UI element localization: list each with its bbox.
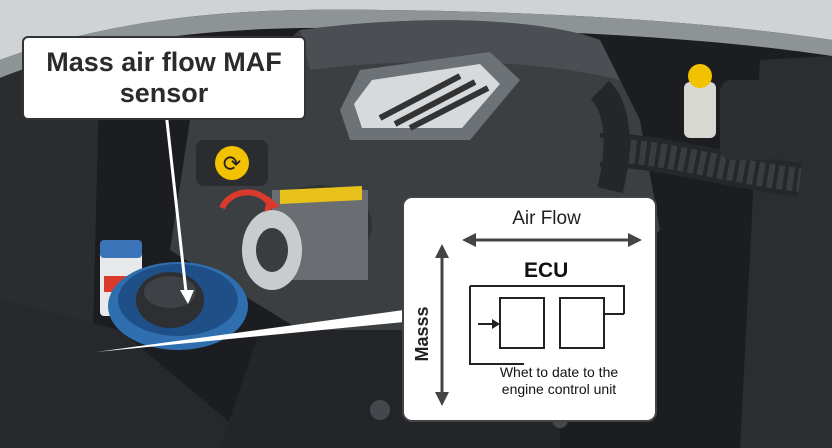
ecu-block-left — [499, 297, 545, 349]
air-flow-label: Air Flow — [512, 208, 581, 229]
ecu-caption-line-1: Whet to date to the — [499, 364, 619, 380]
coolant-reservoir — [684, 82, 716, 138]
ecu-pointer-arrow — [96, 310, 404, 352]
ecu-caption: Whet to date to the engine control unit — [474, 364, 644, 398]
oil-cap-symbol-icon — [215, 146, 249, 180]
ecu-title: ECU — [524, 259, 569, 282]
oil-cap-glyph: ⟳ — [223, 152, 241, 177]
callout-pointer-line — [164, 111, 188, 293]
ecu-outline — [470, 285, 625, 314]
ecu-diagram-panel: Air Flow ECU Masss Whet to date to the e… — [402, 196, 657, 422]
hood-edge — [0, 0, 832, 60]
maf-callout-box: Mass air flow MAF sensor — [22, 36, 306, 120]
callout-title-line-1: Mass air flow MAF — [46, 47, 282, 77]
ecu-diagram-graphics — [435, 233, 642, 406]
callout-title-line-2: sensor — [119, 78, 209, 108]
mass-axis-label: Masss — [412, 306, 432, 362]
red-rotation-arrow-icon — [219, 189, 273, 210]
ecu-caption-line-2: engine control unit — [501, 381, 617, 397]
ecu-block-right — [559, 297, 605, 349]
